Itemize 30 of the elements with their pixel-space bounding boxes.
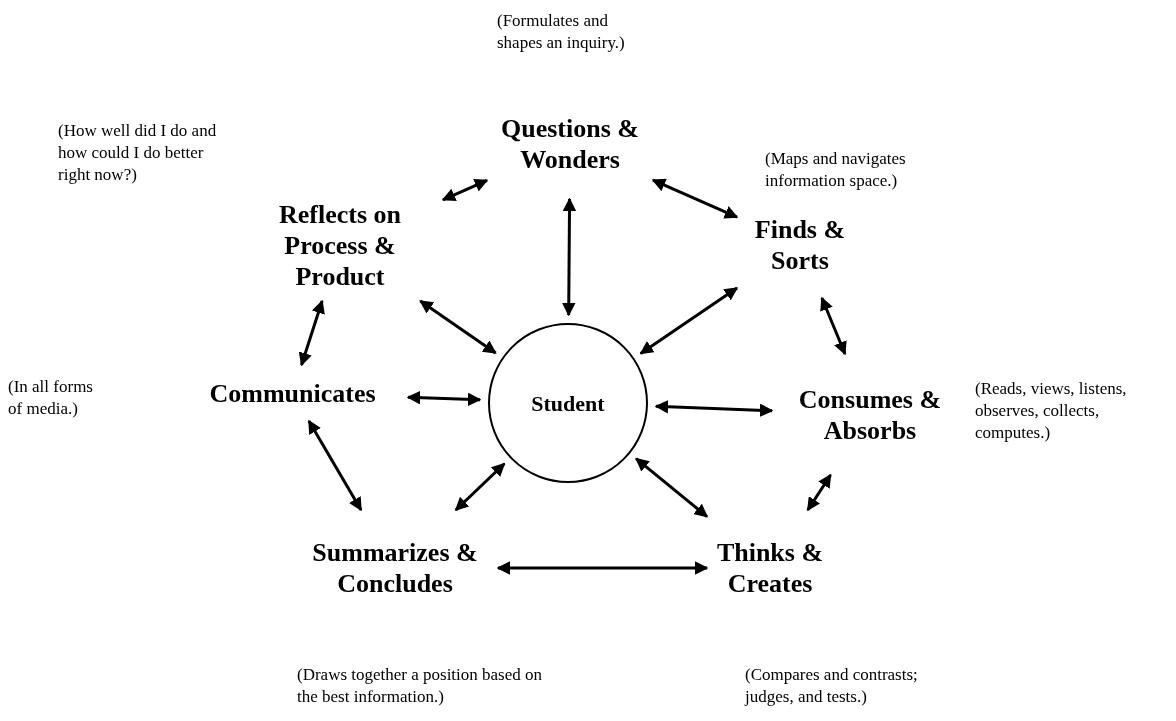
- double-arrow: [307, 419, 363, 512]
- double-arrow: [441, 178, 489, 202]
- description-note: (Draws together a position based on the best information.): [297, 664, 544, 708]
- description-note: (Maps and navigates information space.): [765, 148, 907, 192]
- double-arrow: [419, 299, 497, 355]
- node-label: Questions & Wonders: [500, 112, 640, 175]
- double-arrow: [454, 462, 506, 512]
- description-note: (In all forms of media.): [8, 376, 94, 420]
- node-label: Reflects on Process & Product: [278, 199, 402, 292]
- description-note: (Compares and contrasts; judges, and tests.): [745, 664, 919, 708]
- double-arrow: [651, 178, 739, 219]
- double-arrow: [654, 400, 774, 418]
- description-note: (Formulates and shapes an inquiry.): [497, 10, 626, 54]
- node-label: Consumes & Absorbs: [797, 383, 943, 446]
- node-label: Summarizes & Concludes: [311, 537, 479, 599]
- double-arrow: [298, 299, 325, 367]
- double-arrow: [806, 473, 832, 512]
- description-note: (Reads, views, listens, observes, collects, computes.): [975, 378, 1128, 444]
- center-circle: [488, 323, 648, 483]
- node-label: Thinks & Creates: [715, 537, 825, 599]
- node-label: Student: [531, 389, 605, 418]
- description-note: (How well did I do and how could I do better right now?): [58, 120, 218, 186]
- node-label: Finds & Sorts: [753, 214, 847, 276]
- double-arrow: [635, 457, 709, 518]
- double-arrow: [639, 286, 739, 355]
- double-arrow: [820, 296, 847, 356]
- node-label: Communicates: [209, 377, 376, 409]
- double-arrow: [406, 390, 482, 407]
- double-arrow: [496, 561, 709, 575]
- double-arrow: [562, 197, 577, 317]
